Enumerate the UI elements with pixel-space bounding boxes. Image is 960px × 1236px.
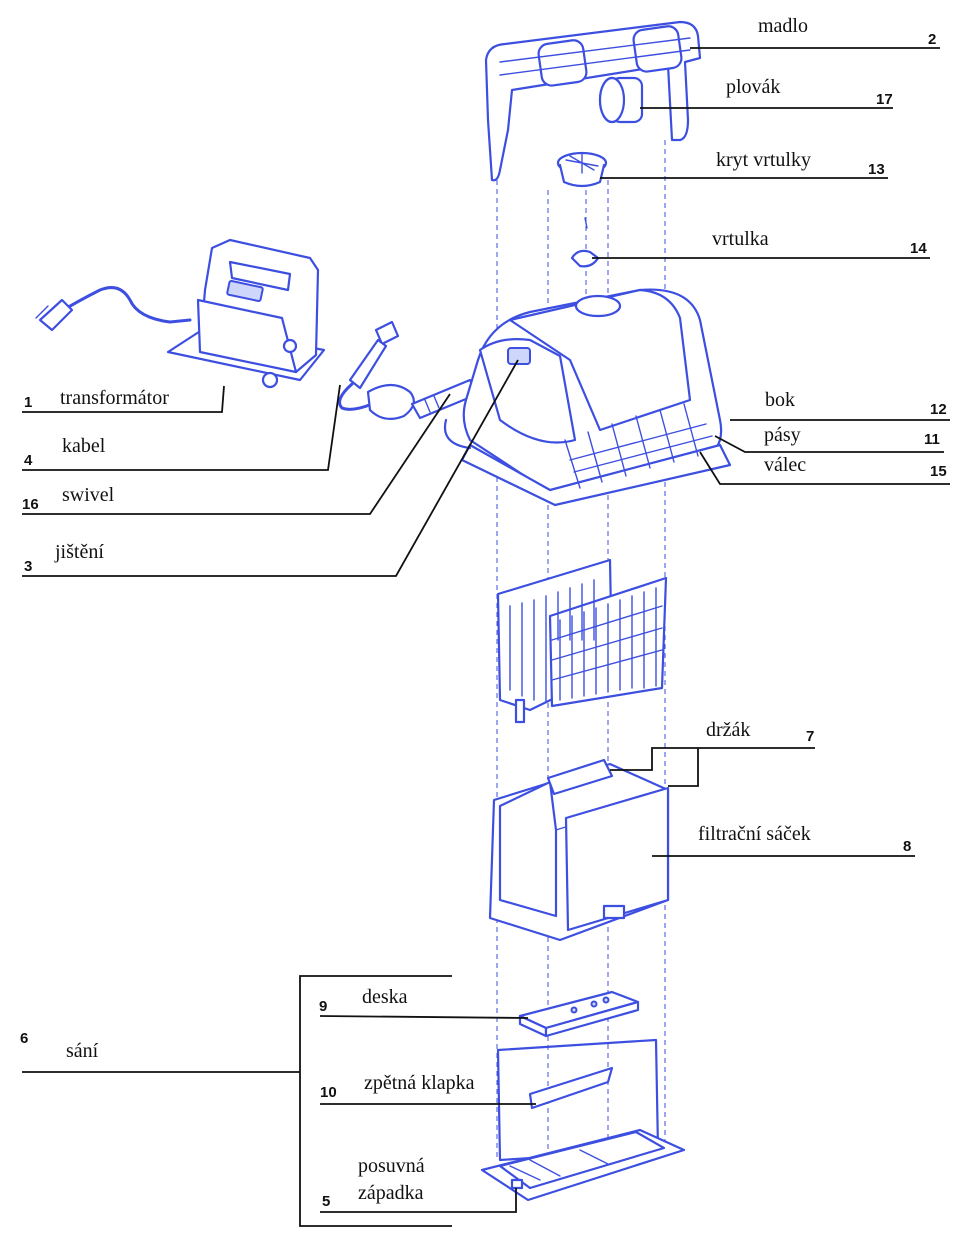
suction-base-part <box>480 1038 686 1202</box>
leader-lines <box>22 47 950 1227</box>
label-tracks: pásy <box>764 424 801 446</box>
number-check-valve: 10 <box>320 1084 337 1101</box>
number-holder: 7 <box>806 728 814 745</box>
transformer-part <box>166 238 326 389</box>
label-plate: deska <box>362 986 408 1008</box>
label-float: plovák <box>726 76 780 98</box>
float-part <box>598 76 644 124</box>
number-side: 12 <box>930 401 947 418</box>
number-swivel: 16 <box>22 496 39 513</box>
number-cable: 4 <box>24 452 33 469</box>
handle-part <box>484 20 702 182</box>
label-transformer: transformátor <box>60 387 169 409</box>
label-filter-bag: filtrační sáček <box>698 823 811 845</box>
label-swivel: swivel <box>62 484 115 506</box>
number-plate: 9 <box>319 998 327 1015</box>
number-latch: 5 <box>322 1193 330 1210</box>
label-roller: válec <box>764 454 806 476</box>
label-latch-line2: západka <box>358 1182 424 1204</box>
number-transformer: 1 <box>24 394 32 411</box>
number-float: 17 <box>876 91 893 108</box>
label-check-valve: zpětná klapka <box>364 1072 475 1094</box>
number-fuse: 3 <box>24 558 32 575</box>
number-tracks: 11 <box>924 431 940 448</box>
label-fuse: jištění <box>54 541 104 563</box>
number-suction: 6 <box>20 1030 28 1047</box>
number-handle: 2 <box>928 31 936 48</box>
label-handle: madlo <box>758 15 808 37</box>
impeller-cover-part <box>556 151 608 188</box>
label-cable: kabel <box>62 435 106 457</box>
callout-labels: madlo 2 plovák 17 kryt vrtulky 13 vrtulk… <box>20 15 947 1210</box>
filter-bag-part <box>488 758 670 942</box>
number-impeller: 14 <box>910 240 927 257</box>
power-plug-part <box>35 286 192 332</box>
cable-swivel-part <box>338 320 480 421</box>
number-filter-bag: 8 <box>903 838 911 855</box>
robot-body-part <box>443 288 732 507</box>
number-roller: 15 <box>930 463 947 480</box>
label-latch-line1: posuvná <box>358 1155 425 1177</box>
label-impeller-cover: kryt vrtulky <box>716 149 811 171</box>
label-suction: sání <box>66 1040 99 1062</box>
label-holder: držák <box>706 719 750 741</box>
label-impeller: vrtulka <box>712 228 769 250</box>
number-impeller-cover: 13 <box>868 161 885 178</box>
suction-plate-part <box>518 990 640 1038</box>
filter-basket-part <box>496 558 668 724</box>
label-side: bok <box>765 389 795 411</box>
impeller-part <box>570 217 600 268</box>
